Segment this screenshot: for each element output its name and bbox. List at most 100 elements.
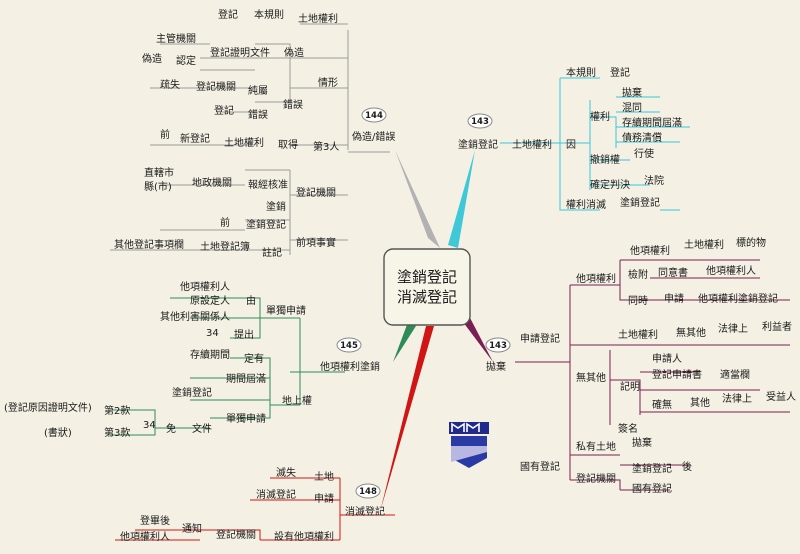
node-label: 他項權利人 <box>706 264 756 277</box>
node-label: 後 <box>682 460 692 473</box>
node-label: 塗銷登記 <box>620 196 660 209</box>
node-label: 確無 <box>652 398 672 411</box>
badge-145: 145 <box>340 341 358 351</box>
node-label: 登記機關 <box>216 528 256 541</box>
red-branch-labels: 滅失 土地 消滅登記 申請 消滅登記 登畢後 通知 登記機關 設有他項權利 他項… <box>120 466 385 543</box>
node-label: 拋棄 <box>486 360 506 373</box>
node-label: 利益者 <box>762 320 792 333</box>
node-label: 定有 <box>244 352 264 365</box>
node-label: 登記申請書 <box>652 368 702 381</box>
node-label: 受益人 <box>766 390 796 403</box>
node-label: 他項權利人 <box>120 530 170 543</box>
node-label: 消滅登記 <box>256 488 296 501</box>
node-label: 其他 <box>690 396 710 409</box>
node-label: 情形 <box>318 76 338 89</box>
node-label: 其他利害關係人 <box>160 310 230 323</box>
connectors <box>110 23 790 541</box>
center-title-1: 塗銷登記 <box>397 268 457 286</box>
badge-144: 144 <box>365 111 383 121</box>
node-label: 土地權利 <box>298 12 338 25</box>
grey-branch-labels: 登記 本規則 土地權利 主管機關 登記證明文件 偽造 偽造 認定 情形 疏失 登… <box>114 8 395 259</box>
node-label: 他項權利人 <box>180 280 230 293</box>
node-label: (書狀) <box>44 426 72 439</box>
node-label: 存續期間屆滿 <box>622 116 682 129</box>
node-label: 土地權利 <box>618 328 658 341</box>
node-label: 單獨申請 <box>266 304 306 317</box>
node-label: 他項權利 <box>630 244 670 257</box>
node-label: 滅失 <box>276 466 296 479</box>
node-label: 前項事實 <box>296 236 336 249</box>
node-label: 申請登記 <box>520 332 560 345</box>
node-label: 債務清償 <box>622 131 662 144</box>
node-label: 主管機關 <box>156 32 196 45</box>
node-label: 適當欄 <box>720 368 750 381</box>
node-label: 第2款 <box>104 404 130 417</box>
node-label: 法律上 <box>718 322 748 335</box>
node-label: 法律上 <box>722 392 752 405</box>
node-label: 登記機關 <box>296 186 336 199</box>
node-label: 純屬 <box>248 84 268 97</box>
node-label: 國有登記 <box>520 460 560 473</box>
node-label: 法院 <box>644 174 664 187</box>
node-label: 登記機關 <box>576 472 616 485</box>
badge-148: 148 <box>359 487 377 497</box>
main-branches <box>380 150 493 512</box>
node-label: 塗銷登記 <box>632 462 672 475</box>
node-label: (登記原因證明文件) <box>4 401 92 414</box>
node-label: 同意書 <box>658 266 688 279</box>
node-label: 申請 <box>314 492 334 505</box>
node-label: 塗銷登記 <box>172 386 212 399</box>
node-label: 單獨申請 <box>226 412 266 425</box>
node-label: 塗銷登記 <box>458 138 498 151</box>
node-label: 認定 <box>176 54 196 67</box>
node-label: 期間屆滿 <box>226 372 266 385</box>
node-label: 偽造/錯誤 <box>352 130 395 143</box>
node-label: 註記 <box>262 246 282 259</box>
branch-red <box>380 326 434 512</box>
node-label: 地政機關 <box>192 176 232 189</box>
node-label: 錯誤 <box>283 98 303 111</box>
node-label: 他項權利塗銷 <box>320 360 380 373</box>
node-label: 報經核准 <box>248 178 288 191</box>
branch-purple <box>460 314 493 362</box>
node-label: 登記證明文件 <box>210 46 270 59</box>
node-label: 本規則 <box>254 8 284 21</box>
node-label: 土地權利 <box>684 238 724 251</box>
node-label: 第3款 <box>104 426 130 439</box>
node-label: 塗銷登記 <box>246 218 286 231</box>
node-label: 設有他項權利 <box>274 530 334 543</box>
node-label: 偽造 <box>142 52 162 65</box>
node-label: 同時 <box>628 295 648 307</box>
node-label: 存續期間 <box>190 348 230 361</box>
node-label: 權利 <box>590 110 610 123</box>
node-label: 登記機關 <box>196 80 236 93</box>
node-label: 權利消滅 <box>566 198 606 211</box>
node-label: 國有登記 <box>632 482 672 495</box>
badge-143-top: 143 <box>471 117 489 127</box>
node-label: 前 <box>160 128 170 141</box>
node-label: 私有土地 <box>576 440 616 453</box>
node-label: 34 <box>206 328 219 339</box>
node-label: 混同 <box>622 102 642 114</box>
node-label: 行使 <box>634 147 654 160</box>
node-label: 登記 <box>214 104 234 117</box>
purple-branch-labels: 他項權利 土地權利 標的物 他項權利 檢附 同意書 他項權利人 同時 申請 他項… <box>486 236 796 495</box>
node-label: 登記 <box>610 66 630 79</box>
node-label: 第3人 <box>313 140 339 153</box>
node-label: 由 <box>246 294 256 307</box>
branch-grey <box>395 150 440 248</box>
center-title-2: 消滅登記 <box>397 288 457 306</box>
branch-green <box>393 322 416 362</box>
node-label: 直轄市 <box>144 166 174 179</box>
node-label: 拋棄 <box>632 436 652 449</box>
node-label: 地上權 <box>282 394 312 407</box>
node-label: 土地權利 <box>512 138 552 151</box>
node-label: 免 <box>166 422 176 435</box>
center-node: 塗銷登記 消滅登記 <box>383 248 471 326</box>
node-label: 塗銷 <box>266 200 286 213</box>
cyan-branch-labels: 本規則 登記 塗銷登記 土地權利 拋棄 混同 存續期間屆滿 債務清償 權利 因 … <box>458 66 682 211</box>
node-label: 撤銷權 <box>590 153 620 166</box>
node-label: 他項權利塗銷登記 <box>698 292 778 305</box>
